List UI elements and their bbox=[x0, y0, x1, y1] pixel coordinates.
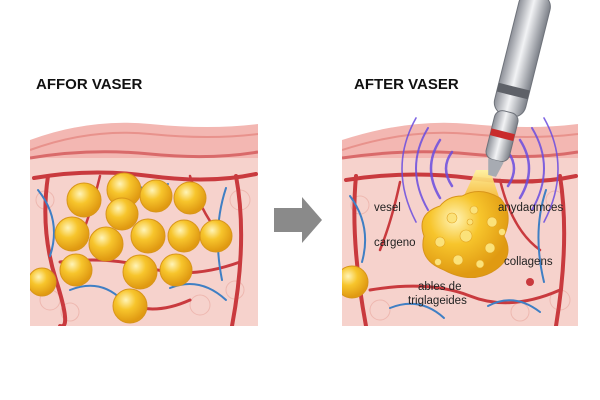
label-anydagmces: anydagmces bbox=[498, 202, 563, 214]
label-cargeno: cargeno bbox=[374, 237, 416, 249]
blood-cell bbox=[526, 278, 534, 286]
ultrasound-waves bbox=[401, 117, 559, 223]
label-collagens: collagens bbox=[504, 256, 553, 268]
before-title: AFFOR VASER bbox=[36, 76, 143, 93]
residual-fat-cell bbox=[342, 265, 369, 299]
right-arrow-icon bbox=[274, 197, 322, 243]
after-tissue-block bbox=[342, 0, 578, 326]
before-tissue-block bbox=[30, 122, 258, 326]
after-title: AFTER VASER bbox=[354, 76, 459, 93]
label-ables-de: ables de bbox=[418, 281, 461, 293]
label-triglageides: triglageides bbox=[408, 295, 467, 307]
after-artery bbox=[344, 172, 578, 326]
ultrasound-probe-icon bbox=[485, 0, 551, 177]
label-vesel: vesel bbox=[374, 202, 401, 214]
after-vein bbox=[349, 189, 547, 319]
emulsified-fat bbox=[421, 191, 509, 278]
before-fat-cells bbox=[30, 172, 233, 324]
